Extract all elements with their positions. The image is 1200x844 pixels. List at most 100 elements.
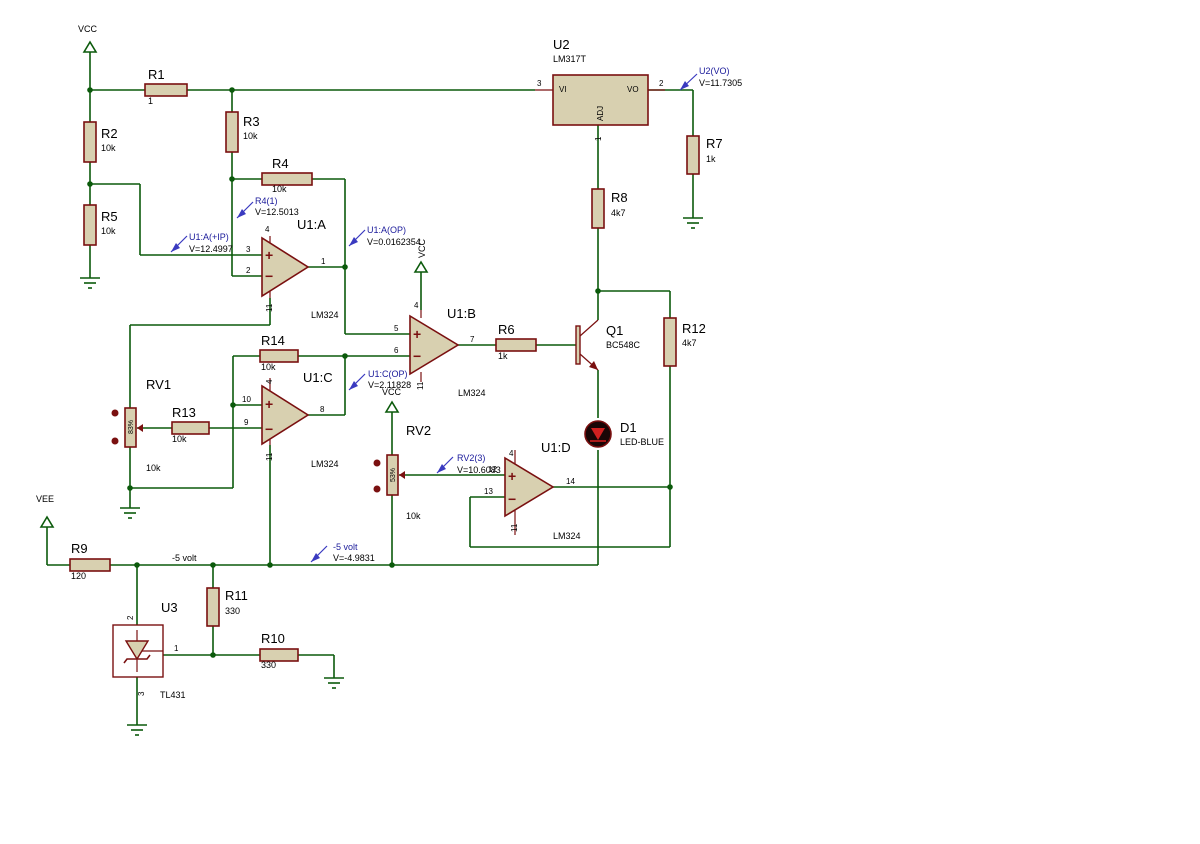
potentiometer-rv2: 53% RV2 10k: [373, 423, 431, 521]
probe-u1a-ip-name: U1:A(+IP): [189, 232, 229, 242]
r13-value: 10k: [172, 434, 187, 444]
probe-u1c-op-name: U1:C(OP): [368, 369, 408, 379]
u1a-pin2: 2: [246, 266, 251, 275]
resistor-r12: R12 4k7: [663, 317, 706, 367]
u1a-pin4: 4: [265, 225, 270, 234]
rv1-ref: RV1: [146, 377, 171, 392]
ground-r5: [80, 277, 100, 289]
r2-value: 10k: [101, 143, 116, 153]
regulator-u2: VI VO ADJ 3 2 1 U2 LM317T: [535, 37, 665, 141]
resistor-r2: R2 10k: [83, 121, 118, 163]
rv2-wiper: 53%: [390, 468, 397, 482]
resistor-r11: R11 330: [206, 587, 248, 627]
u3-pin3: 3: [137, 691, 146, 696]
u2-vo: VO: [627, 85, 639, 94]
r1-ref: R1: [148, 67, 165, 82]
probe-u1a-ip: U1:A(+IP) V=12.4997: [170, 232, 233, 254]
u1d-type: LM324: [553, 531, 581, 541]
probe-neg5-name: -5 volt: [333, 542, 358, 552]
probe-u2-vo-value: V=11.7305: [699, 78, 742, 88]
r10-ref: R10: [261, 631, 285, 646]
u1d-minus: −: [508, 491, 516, 507]
resistor-r8: R8 4k7: [591, 188, 628, 229]
r2-ref: R2: [101, 126, 118, 141]
probe-u1c-op: U1:C(OP) V=2.11828: [348, 369, 411, 391]
r5-ref: R5: [101, 209, 118, 224]
u1d-plus: +: [508, 468, 516, 484]
rv1-value: 10k: [146, 463, 161, 473]
u1d-pin13: 13: [484, 487, 493, 496]
resistor-r14: R14 10k: [259, 333, 299, 372]
u1d-pin14: 14: [566, 477, 575, 486]
u2-pin3: 3: [537, 79, 542, 88]
u1a-pin1: 1: [321, 257, 326, 266]
u2-pin1: 1: [594, 136, 603, 141]
u2-ref: U2: [553, 37, 570, 52]
r9-value: 120: [71, 571, 86, 581]
r3-value: 10k: [243, 131, 258, 141]
opamp-u1c: + − 10 9 8 4 11 U1:C LM324: [242, 370, 339, 469]
u1b-pin4: 4: [414, 301, 419, 310]
u2-adj: ADJ: [596, 106, 605, 121]
opamp-u1d: + − 12 13 14 4 11 U1:D LM324: [484, 440, 581, 541]
resistor-r1: R1 1: [144, 67, 188, 106]
u1c-ref: U1:C: [303, 370, 333, 385]
probe-rv2-name: RV2(3): [457, 453, 485, 463]
u1b-plus: +: [413, 326, 421, 342]
r7-ref: R7: [706, 136, 723, 151]
u1c-pin8: 8: [320, 405, 325, 414]
r9-ref: R9: [71, 541, 88, 556]
u1a-pin11: 11: [265, 303, 274, 312]
probe-r4-name: R4(1): [255, 196, 278, 206]
rv1-wiper: 83%: [128, 420, 135, 434]
probe-neg5: -5 volt V=-4.9831: [310, 542, 375, 563]
probe-neg5-value: V=-4.9831: [333, 553, 375, 563]
resistor-r4: R4 10k: [261, 156, 313, 194]
u1c-pin9: 9: [244, 418, 249, 427]
probe-u1c-op-value: V=2.11828: [368, 380, 411, 390]
probe-u1a-ip-value: V=12.4997: [189, 244, 233, 254]
vee-label: VEE: [36, 494, 54, 504]
probe-u1a-op: U1:A(OP) V=0.0162354: [348, 225, 421, 247]
r4-ref: R4: [272, 156, 289, 171]
u1b-pin11: 11: [416, 381, 425, 390]
u1d-pin4: 4: [509, 449, 514, 458]
d1-ref: D1: [620, 420, 637, 435]
u2-vi: VI: [559, 85, 567, 94]
u1b-type: LM324: [458, 388, 486, 398]
u3-pin1: 1: [174, 644, 179, 653]
u1b-ref: U1:B: [447, 306, 476, 321]
d1-type: LED-BLUE: [620, 437, 664, 447]
probe-u2-vo: U2(VO) V=11.7305: [679, 66, 742, 91]
u1a-pin3: 3: [246, 245, 251, 254]
u1a-type: LM324: [311, 310, 339, 320]
probe-u1a-op-value: V=0.0162354: [367, 237, 421, 247]
resistor-r13: R13 10k: [171, 405, 210, 444]
probe-rv2-value: V=10.6083: [457, 465, 501, 475]
r11-value: 330: [225, 606, 240, 616]
probe-r4-value: V=12.5013: [255, 207, 299, 217]
probe-u2-vo-name: U2(VO): [699, 66, 730, 76]
r14-value: 10k: [261, 362, 276, 372]
q1-ref: Q1: [606, 323, 623, 338]
vcc-terminal-u1b: VCC: [413, 238, 429, 310]
probe-r4: R4(1) V=12.5013: [236, 196, 299, 219]
r3-ref: R3: [243, 114, 260, 129]
r12-value: 4k7: [682, 338, 697, 348]
u1d-pin12: 12: [488, 465, 497, 474]
u1b-pin6: 6: [394, 346, 399, 355]
u1a-plus: +: [265, 247, 273, 263]
u1b-pin7: 7: [470, 335, 475, 344]
led-d1: D1 LED-BLUE: [584, 420, 664, 448]
r12-ref: R12: [682, 321, 706, 336]
u1a-ref: U1:A: [297, 217, 326, 232]
ground-u3: [127, 724, 147, 736]
ground-r7: [683, 217, 703, 229]
net-label-neg5: -5 volt: [172, 553, 197, 563]
u1c-plus: +: [265, 396, 273, 412]
u1c-pin10: 10: [242, 395, 251, 404]
u3-ref: U3: [161, 600, 178, 615]
resistor-r6: R6 1k: [495, 322, 537, 361]
junctions: [87, 87, 673, 658]
